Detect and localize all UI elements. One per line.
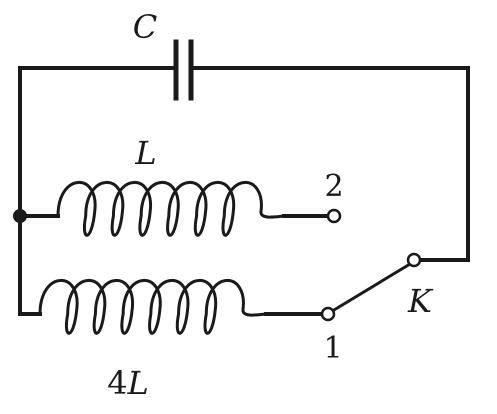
junction-node <box>13 209 27 223</box>
switch-label: K <box>407 282 434 320</box>
switch-blade <box>331 261 413 313</box>
terminal-1-contact <box>320 306 336 322</box>
inductor-4L-label-text: 4L <box>107 364 149 402</box>
capacitor-label: C <box>133 8 157 46</box>
terminal-2-contact <box>326 208 342 224</box>
inductor-4L-coil <box>38 278 267 335</box>
terminal-1-label: 1 <box>323 331 342 366</box>
switch-pivot-contact <box>406 252 422 268</box>
inductor-4L-label-coef: 4 <box>107 364 127 402</box>
inductor-4L-label: 4L <box>107 364 149 402</box>
inductor-L-label: L <box>134 134 156 172</box>
inductor-L-coil <box>56 180 285 237</box>
inductor-4L-label-symbol: L <box>127 364 149 402</box>
terminal-2-label: 2 <box>324 169 343 204</box>
